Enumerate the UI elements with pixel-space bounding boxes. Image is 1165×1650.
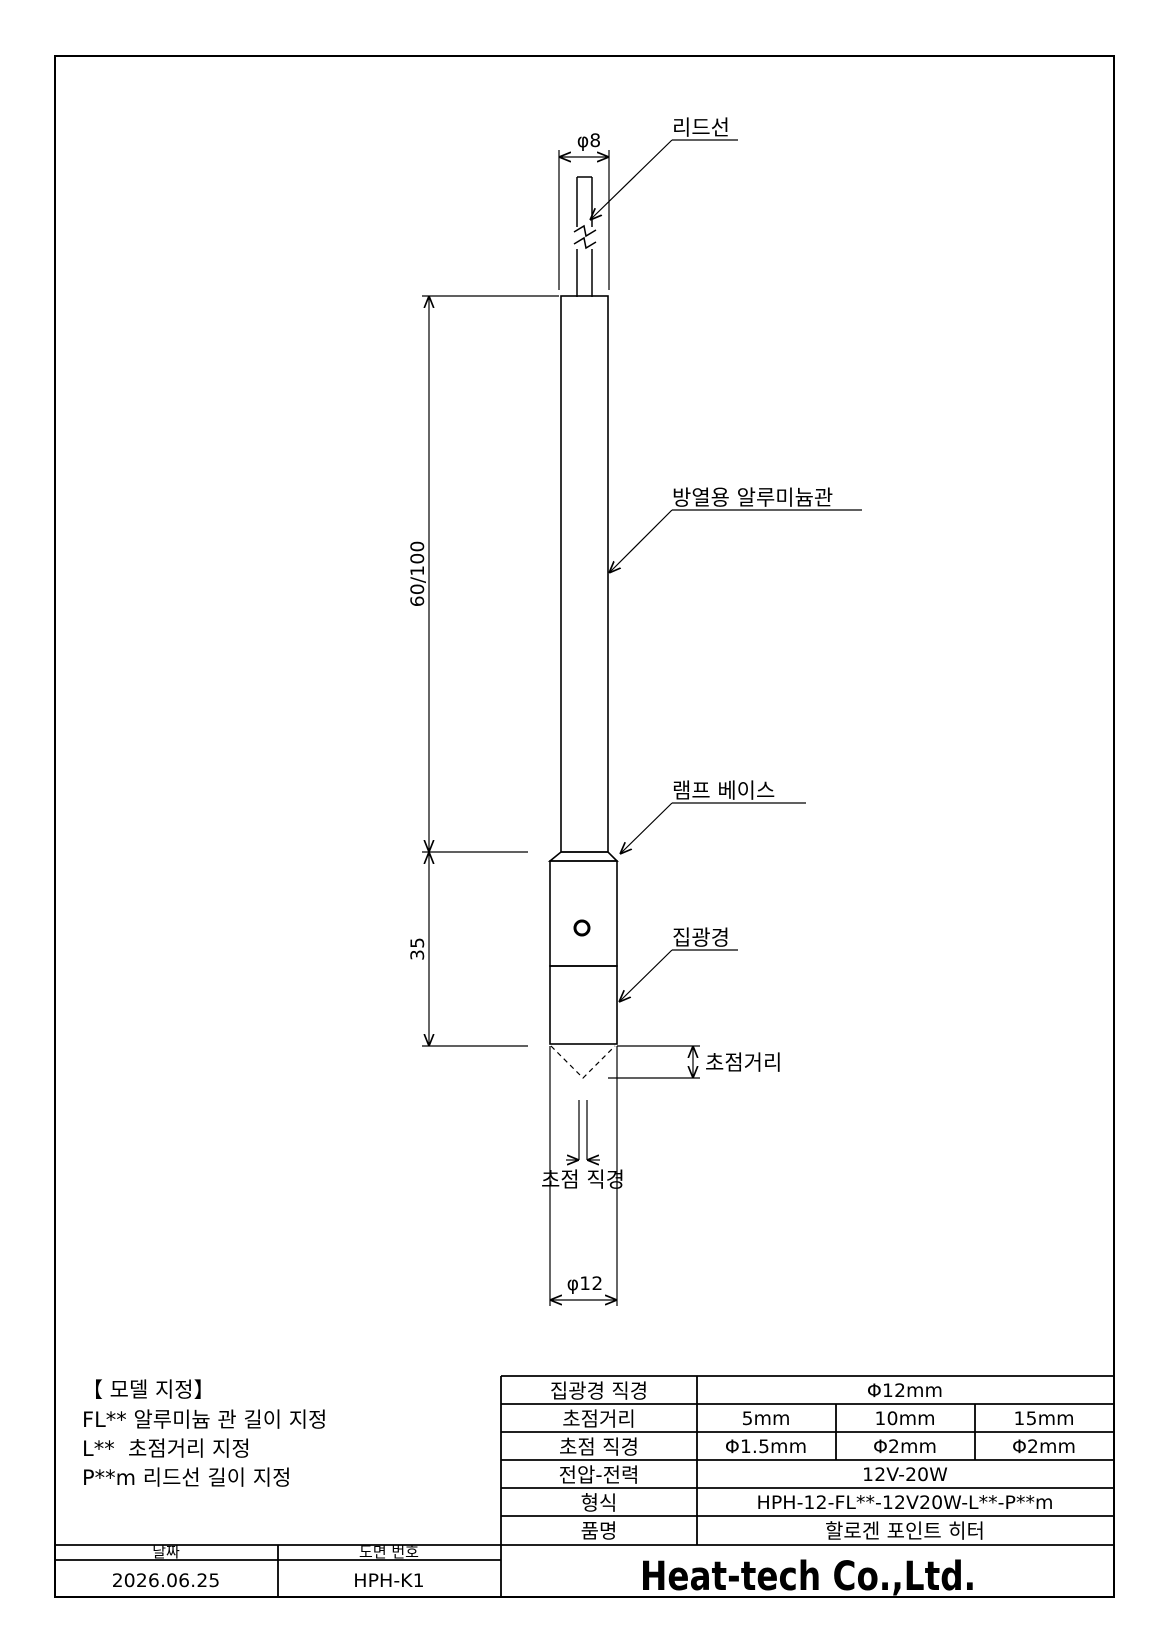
focal-distance-value: 5mm — [741, 1408, 790, 1430]
callout-lamp-base: 램프 베이스 — [672, 779, 775, 803]
product-name-value: 할로겐 포인트 히터 — [825, 1519, 985, 1543]
date-label: 날짜 — [152, 1543, 180, 1561]
drawing-border — [54, 55, 1115, 1598]
drawing-number-value: HPH-K1 — [353, 1570, 424, 1592]
focal-diameter-value: Φ2mm — [873, 1436, 937, 1458]
lead-wire — [573, 176, 597, 297]
focal-diameter-label: 초점 직경 — [541, 1168, 625, 1192]
length-dimension-lines — [422, 295, 559, 1047]
model-type-value: HPH-12-FL**-12V20W-L**-P**m — [757, 1492, 1054, 1514]
spec-row-label: 품명 — [581, 1519, 618, 1543]
callout-condenser-leader — [619, 949, 738, 1002]
callout-aluminum-tube-leader — [609, 509, 862, 573]
callout-aluminum-tube: 방열용 알루미늄관 — [672, 486, 833, 510]
spec-row-label: 집광경 직경 — [550, 1379, 648, 1403]
spec-table-grid — [55, 1375, 1114, 1597]
focal-cone — [550, 1045, 616, 1079]
model-note-line: FL** 알루미늄 관 길이 지정 — [82, 1408, 327, 1432]
callout-lead-wire-leader — [590, 139, 738, 220]
focal-spot-lines — [578, 1100, 588, 1160]
aluminum-tube — [560, 295, 609, 853]
model-note-line: L** 초점거리 지정 — [82, 1437, 251, 1461]
focal-distance-value: 15mm — [1013, 1408, 1074, 1430]
voltage-power-value: 12V-20W — [862, 1464, 948, 1486]
spec-row-label: 전압-전력 — [559, 1463, 640, 1487]
lamp-base-body — [547, 851, 619, 967]
body-diameter-label: φ12 — [567, 1273, 604, 1295]
spec-row-label: 형식 — [581, 1491, 618, 1515]
focal-diameter-value: Φ1.5mm — [725, 1436, 807, 1458]
drawing-number-label: 도면 번호 — [359, 1543, 419, 1561]
focal-distance-dimension — [608, 1045, 700, 1079]
model-note-line: P**m 리드선 길이 지정 — [82, 1466, 291, 1490]
lead-wire-diameter-dimension — [558, 150, 610, 290]
model-notes-title: 【 모델 지정】 — [82, 1378, 215, 1402]
callout-lamp-base-leader — [620, 802, 806, 854]
spec-row-label: 초점거리 — [562, 1407, 636, 1431]
spec-row-label: 초점 직경 — [559, 1435, 639, 1459]
body-diameter-dimension — [549, 1046, 618, 1306]
focal-diameter-value: Φ2mm — [1012, 1436, 1076, 1458]
callout-condenser: 집광경 — [672, 926, 730, 950]
condenser-diameter-value: Φ12mm — [867, 1380, 943, 1402]
company-logo: Heat-tech Co.,Ltd. — [640, 1554, 976, 1600]
set-screw-hole — [573, 919, 591, 937]
focal-distance-label: 초점거리 — [705, 1051, 782, 1075]
date-value: 2026.06.25 — [112, 1570, 221, 1592]
condenser-mirror — [549, 965, 618, 1045]
base-length-dimension: 35 — [407, 937, 429, 961]
tube-length-dimension: 60/100 — [407, 541, 429, 608]
lead-wire-diameter-label: φ8 — [577, 130, 602, 152]
focal-distance-value: 10mm — [874, 1408, 935, 1430]
callout-lead-wire: 리드선 — [672, 116, 730, 140]
